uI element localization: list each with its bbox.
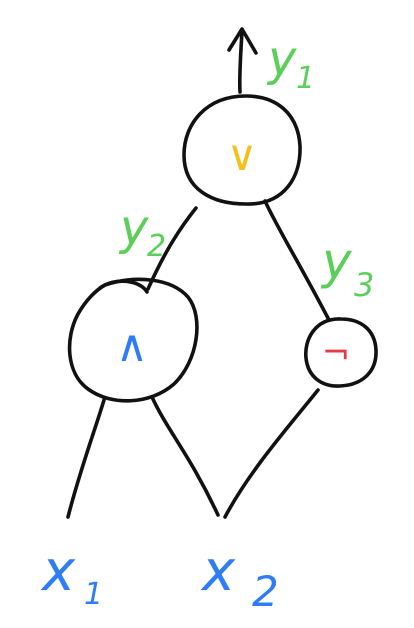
label-y1: y 1 bbox=[266, 31, 315, 96]
label-y1-base: y bbox=[266, 31, 297, 87]
edge-or-to-and bbox=[146, 206, 198, 291]
label-y3-sub: 3 bbox=[354, 266, 374, 304]
label-y2-sub: 2 bbox=[147, 229, 166, 264]
label-x1: x 1 bbox=[40, 539, 103, 612]
edge-not-to-x2 bbox=[223, 388, 320, 519]
or-node-circle bbox=[182, 94, 302, 206]
not-node-symbol: ¬ bbox=[322, 333, 351, 373]
and-node-symbol: ∧ bbox=[116, 321, 148, 372]
edge-and-to-x2 bbox=[150, 395, 220, 517]
or-node-symbol: ∨ bbox=[227, 131, 258, 180]
label-y1-sub: 1 bbox=[296, 61, 315, 96]
label-y2: y 2 bbox=[118, 200, 166, 264]
label-x1-sub: 1 bbox=[84, 577, 103, 612]
not-node-circle bbox=[304, 317, 378, 388]
and-node-overlap-stroke bbox=[98, 279, 149, 294]
label-x2-sub: 2 bbox=[252, 567, 279, 616]
label-y2-base: y bbox=[118, 200, 149, 256]
edge-or-to-not bbox=[263, 199, 331, 322]
edge-and-to-x1 bbox=[66, 398, 106, 519]
output-arrow bbox=[237, 28, 244, 94]
and-node-ellipse bbox=[67, 277, 199, 403]
label-x2-base: x bbox=[200, 539, 236, 604]
label-y3: y 3 bbox=[320, 232, 374, 304]
label-y3-base: y bbox=[320, 232, 353, 290]
label-x1-base: x bbox=[40, 539, 76, 604]
output-arrowhead bbox=[227, 27, 258, 55]
label-x2: x 2 bbox=[200, 539, 279, 616]
